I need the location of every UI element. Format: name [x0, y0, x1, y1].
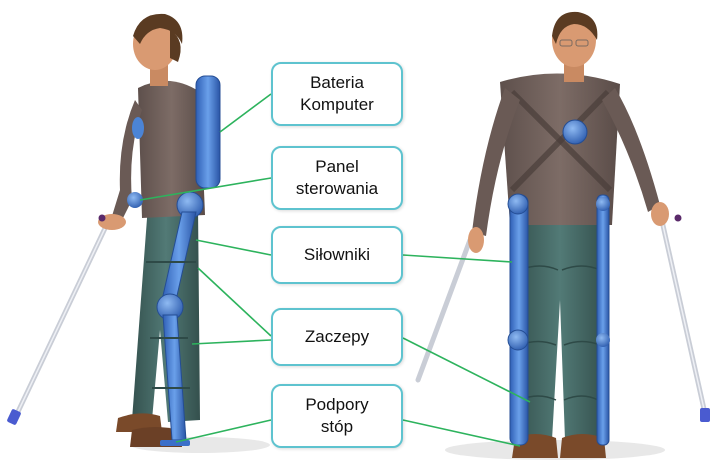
- leader-straps-left-2: [192, 340, 271, 344]
- label-straps: Zaczepy: [271, 308, 403, 366]
- label-footrests-line1: Podpory: [305, 394, 368, 416]
- front-view-figure: [418, 12, 710, 460]
- leader-actuators-right: [403, 255, 512, 262]
- label-footrests-line2: stóp: [321, 416, 353, 438]
- leader-straps-left-1: [198, 268, 271, 336]
- leader-battery: [220, 94, 271, 132]
- label-battery-computer: Bateria Komputer: [271, 62, 403, 126]
- label-control-panel: Panel sterowania: [271, 146, 403, 210]
- leader-footrests-right: [403, 420, 520, 446]
- label-footrests: Podpory stóp: [271, 384, 403, 448]
- label-actuators-line1: Siłowniki: [304, 244, 370, 266]
- label-panel-line2: sterowania: [296, 178, 378, 200]
- label-battery-line2: Komputer: [300, 94, 374, 116]
- side-view-figure: [7, 14, 270, 453]
- label-straps-line1: Zaczepy: [305, 326, 369, 348]
- label-battery-line1: Bateria: [310, 72, 364, 94]
- crutch-left-figure: [7, 222, 108, 425]
- leader-actuators-left: [196, 240, 271, 255]
- battery-computer-pack: [196, 76, 220, 188]
- label-actuators: Siłowniki: [271, 226, 403, 284]
- label-panel-line1: Panel: [315, 156, 358, 178]
